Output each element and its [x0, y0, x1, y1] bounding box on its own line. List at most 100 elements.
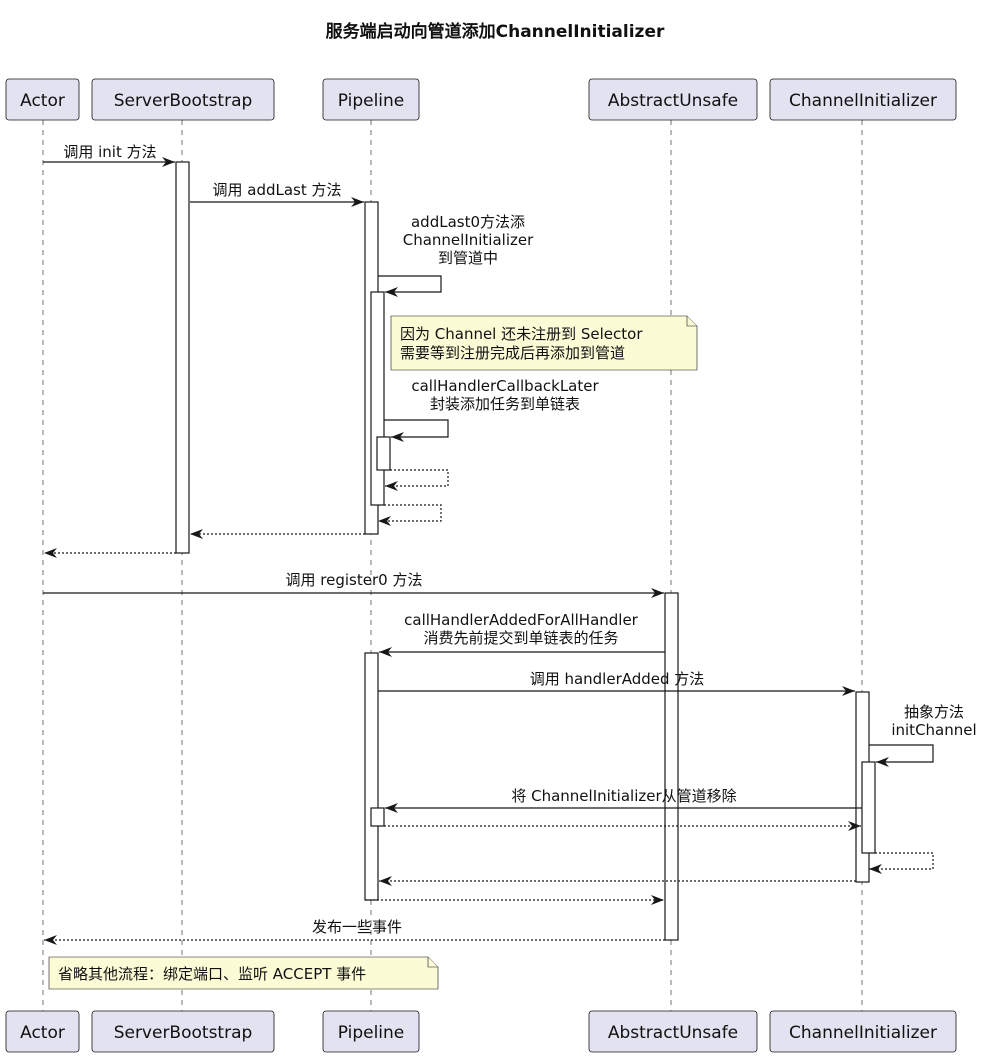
message-13 — [384, 821, 861, 831]
participant-bootstrap-top: ServerBootstrap — [91, 78, 275, 121]
message-6 — [190, 529, 365, 539]
message-label: 调用 handlerAdded 方法 — [530, 670, 705, 688]
self-message-line — [384, 419, 449, 438]
message-10: 调用 handlerAdded 方法 — [378, 670, 855, 696]
message-15 — [379, 876, 856, 886]
note-fold — [686, 316, 697, 327]
arrowhead — [378, 516, 391, 526]
arrowhead — [391, 432, 404, 442]
message-9: callHandlerAddedForAllHandler消费先前提交到单链表的… — [379, 611, 665, 657]
self-message-line — [869, 744, 934, 763]
participant-actor-top: Actor — [5, 78, 80, 121]
message-17: 发布一些事件 — [44, 918, 665, 945]
arrowhead — [651, 588, 664, 598]
participant-label: AbstractUnsafe — [608, 91, 738, 111]
message-label: addLast0方法添 — [411, 213, 525, 231]
participant-label: ServerBootstrap — [114, 91, 253, 111]
participant-label: AbstractUnsafe — [608, 1023, 738, 1043]
message-label: 将 ChannelInitializer从管道移除 — [511, 787, 736, 805]
message-14 — [869, 852, 934, 874]
participant-box — [91, 78, 275, 121]
participant-box — [322, 1010, 420, 1053]
participant-box — [588, 1010, 758, 1053]
participant-initializer-bottom: ChannelInitializer — [769, 1010, 957, 1053]
arrowhead — [385, 803, 398, 813]
arrowhead — [351, 197, 364, 207]
note-text: 省略其他流程：绑定端口、监听 ACCEPT 事件 — [58, 965, 366, 983]
arrowhead — [876, 757, 889, 767]
participant-pipeline-bottom: Pipeline — [322, 1010, 420, 1053]
note-box — [48, 956, 439, 990]
arrowhead — [385, 481, 398, 491]
arrowhead — [379, 647, 392, 657]
participant-label: Pipeline — [338, 91, 405, 111]
message-5 — [378, 504, 442, 526]
message-label: ChannelInitializer — [403, 231, 534, 249]
note-text: 需要等到注册完成后再添加到管道 — [400, 344, 625, 362]
message-label: 调用 init 方法 — [63, 143, 156, 161]
message-8: 调用 register0 方法 — [43, 571, 664, 598]
message-7 — [44, 548, 176, 558]
participant-box — [91, 1010, 275, 1053]
self-message-line — [385, 469, 449, 487]
message-label: callHandlerCallbackLater — [411, 377, 599, 395]
notes: 因为 Channel 还未注册到 Selector需要等到注册完成后再添加到管道… — [48, 315, 698, 990]
arrowhead — [44, 935, 57, 945]
activations — [175, 161, 876, 941]
participant-bootstrap-bottom: ServerBootstrap — [91, 1010, 275, 1053]
message-label: 抽象方法 — [904, 703, 964, 721]
note-fold — [427, 957, 438, 968]
note-1: 省略其他流程：绑定端口、监听 ACCEPT 事件 — [48, 956, 439, 990]
participants: ActorActorServerBootstrapServerBootstrap… — [5, 78, 957, 1053]
participant-label: Actor — [20, 1023, 65, 1043]
participant-label: ChannelInitializer — [789, 91, 937, 111]
arrowhead — [385, 287, 398, 297]
arrowhead — [44, 548, 57, 558]
activation-bar-pipeline — [364, 652, 379, 901]
participant-box — [588, 78, 758, 121]
note-text: 因为 Channel 还未注册到 Selector — [400, 325, 643, 343]
message-label: 消费先前提交到单链表的任务 — [423, 629, 618, 647]
message-label: initChannel — [891, 721, 976, 739]
participant-box — [322, 78, 420, 121]
message-label: 调用 addLast 方法 — [212, 181, 341, 199]
activation-bar-pipeline — [376, 436, 391, 471]
participant-label: Pipeline — [338, 1023, 405, 1043]
activation-bar-pipeline — [370, 807, 385, 827]
message-label: 封装添加任务到单链表 — [430, 395, 580, 413]
message-label: callHandlerAddedForAllHandler — [404, 611, 639, 629]
arrowhead — [842, 686, 855, 696]
activation-bar-unsafe — [664, 592, 679, 941]
participant-box — [769, 1010, 957, 1053]
activation-bar-pipeline — [370, 291, 385, 506]
self-message-line — [378, 275, 442, 293]
note-box — [390, 315, 698, 371]
message-12: 将 ChannelInitializer从管道移除 — [385, 787, 862, 813]
arrowhead — [848, 821, 861, 831]
participant-box — [5, 1010, 80, 1053]
participant-unsafe-top: AbstractUnsafe — [588, 78, 758, 121]
arrowhead — [190, 529, 203, 539]
participant-pipeline-top: Pipeline — [322, 78, 420, 121]
message-1: 调用 addLast 方法 — [190, 181, 364, 207]
self-message-line — [378, 504, 442, 522]
participant-label: Actor — [20, 91, 65, 111]
message-16 — [365, 895, 664, 905]
participant-box — [769, 78, 957, 121]
activation-bar-initializer — [861, 761, 876, 854]
participant-unsafe-bottom: AbstractUnsafe — [588, 1010, 758, 1053]
activation-bar-bootstrap — [175, 161, 190, 554]
diagram-title: 服务端启动向管道添加ChannelInitializer — [326, 21, 665, 42]
participant-actor-bottom: Actor — [5, 1010, 80, 1053]
message-label: 调用 register0 方法 — [286, 571, 423, 589]
self-message-line — [869, 852, 934, 870]
participant-label: ServerBootstrap — [114, 1023, 253, 1043]
participant-box — [5, 78, 80, 121]
message-label: 到管道中 — [438, 249, 498, 267]
